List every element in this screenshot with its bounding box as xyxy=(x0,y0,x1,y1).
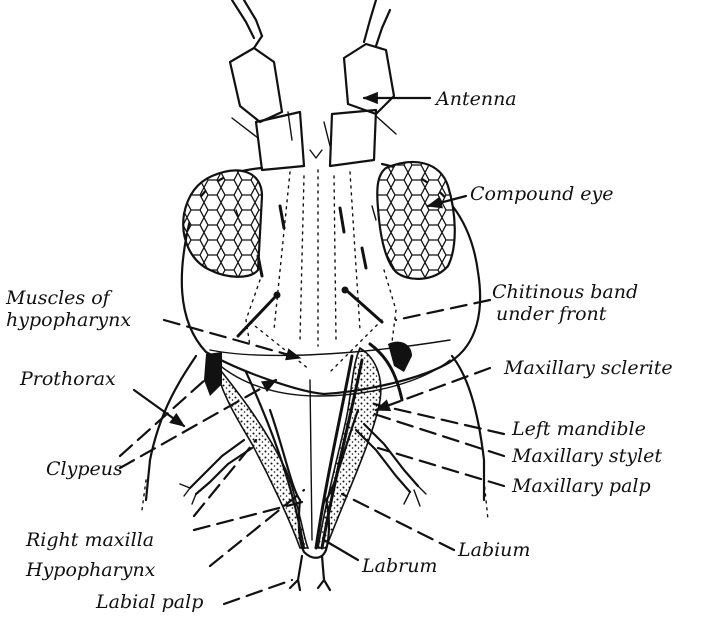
prothorax-outline xyxy=(142,352,488,520)
label-labial-palp: Labial palp xyxy=(95,591,203,613)
label-muscles-line1: Muscles of xyxy=(5,287,113,309)
label-labrum: Labrum xyxy=(361,555,437,577)
label-left-mandible: Left mandible xyxy=(511,418,646,440)
label-maxillary-stylet: Maxillary stylet xyxy=(511,445,662,467)
maxillary-palp-left xyxy=(180,440,252,504)
frons-dotted-lines xyxy=(246,170,396,346)
hypopharynx xyxy=(310,380,312,540)
label-clypeus: Clypeus xyxy=(46,458,123,480)
label-labium: Labium xyxy=(457,539,530,561)
label-chitinous-line2: under front xyxy=(496,303,607,325)
label-maxillary-sclerite: Maxillary sclerite xyxy=(503,357,673,379)
label-prothorax: Prothorax xyxy=(19,368,116,390)
antenna-left xyxy=(230,0,304,170)
label-maxillary-palp: Maxillary palp xyxy=(511,475,651,497)
labial-palps xyxy=(290,556,330,590)
label-chitinous-line1: Chitinous band xyxy=(492,281,638,303)
compound-eye-right xyxy=(377,162,454,279)
antennal-notch xyxy=(310,150,322,158)
label-hypopharynx: Hypopharynx xyxy=(25,559,156,581)
label-antenna: Antenna xyxy=(434,88,517,110)
compound-eye-left xyxy=(183,170,262,276)
label-right-maxilla: Right maxilla xyxy=(25,529,154,551)
label-compound-eye: Compound eye xyxy=(470,183,614,205)
label-muscles-line2: hypopharynx xyxy=(6,309,131,331)
antenna-right xyxy=(324,0,396,166)
